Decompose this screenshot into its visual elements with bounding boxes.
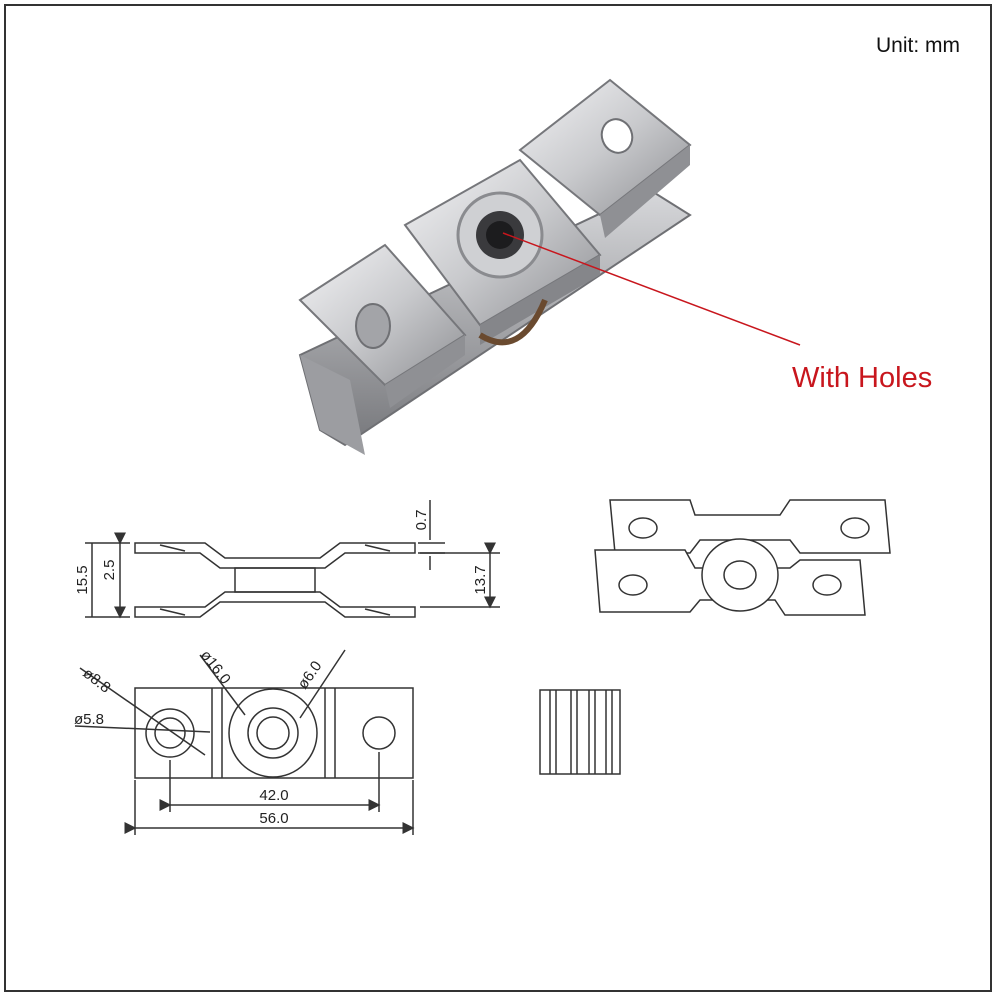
unit-label: Unit: mm bbox=[876, 34, 960, 57]
dim-inner-height: 13.7 bbox=[472, 565, 489, 594]
dim-overall-length: 56.0 bbox=[259, 810, 288, 827]
with-holes-callout: With Holes bbox=[792, 362, 933, 394]
top-view-drawing bbox=[74, 649, 415, 835]
dim-thickness: 0.7 bbox=[413, 510, 430, 531]
dim-counterbore: ø8.8 bbox=[80, 665, 114, 697]
right-leaf bbox=[518, 78, 692, 238]
left-leaf bbox=[298, 243, 467, 408]
callout-leader-line bbox=[502, 232, 801, 346]
center-block bbox=[403, 158, 602, 346]
dim-hole: ø5.8 bbox=[74, 711, 104, 728]
image-frame bbox=[4, 4, 992, 992]
dim-gap: 2.5 bbox=[101, 560, 118, 581]
hinge-photo bbox=[298, 78, 801, 455]
end-view-drawing bbox=[539, 689, 621, 775]
side-view-drawing bbox=[85, 500, 500, 619]
dim-hole-spacing: 42.0 bbox=[259, 787, 288, 804]
dim-total-height: 15.5 bbox=[74, 565, 91, 594]
dim-bearing: ø16.0 bbox=[197, 647, 234, 688]
isometric-drawing bbox=[594, 499, 891, 616]
